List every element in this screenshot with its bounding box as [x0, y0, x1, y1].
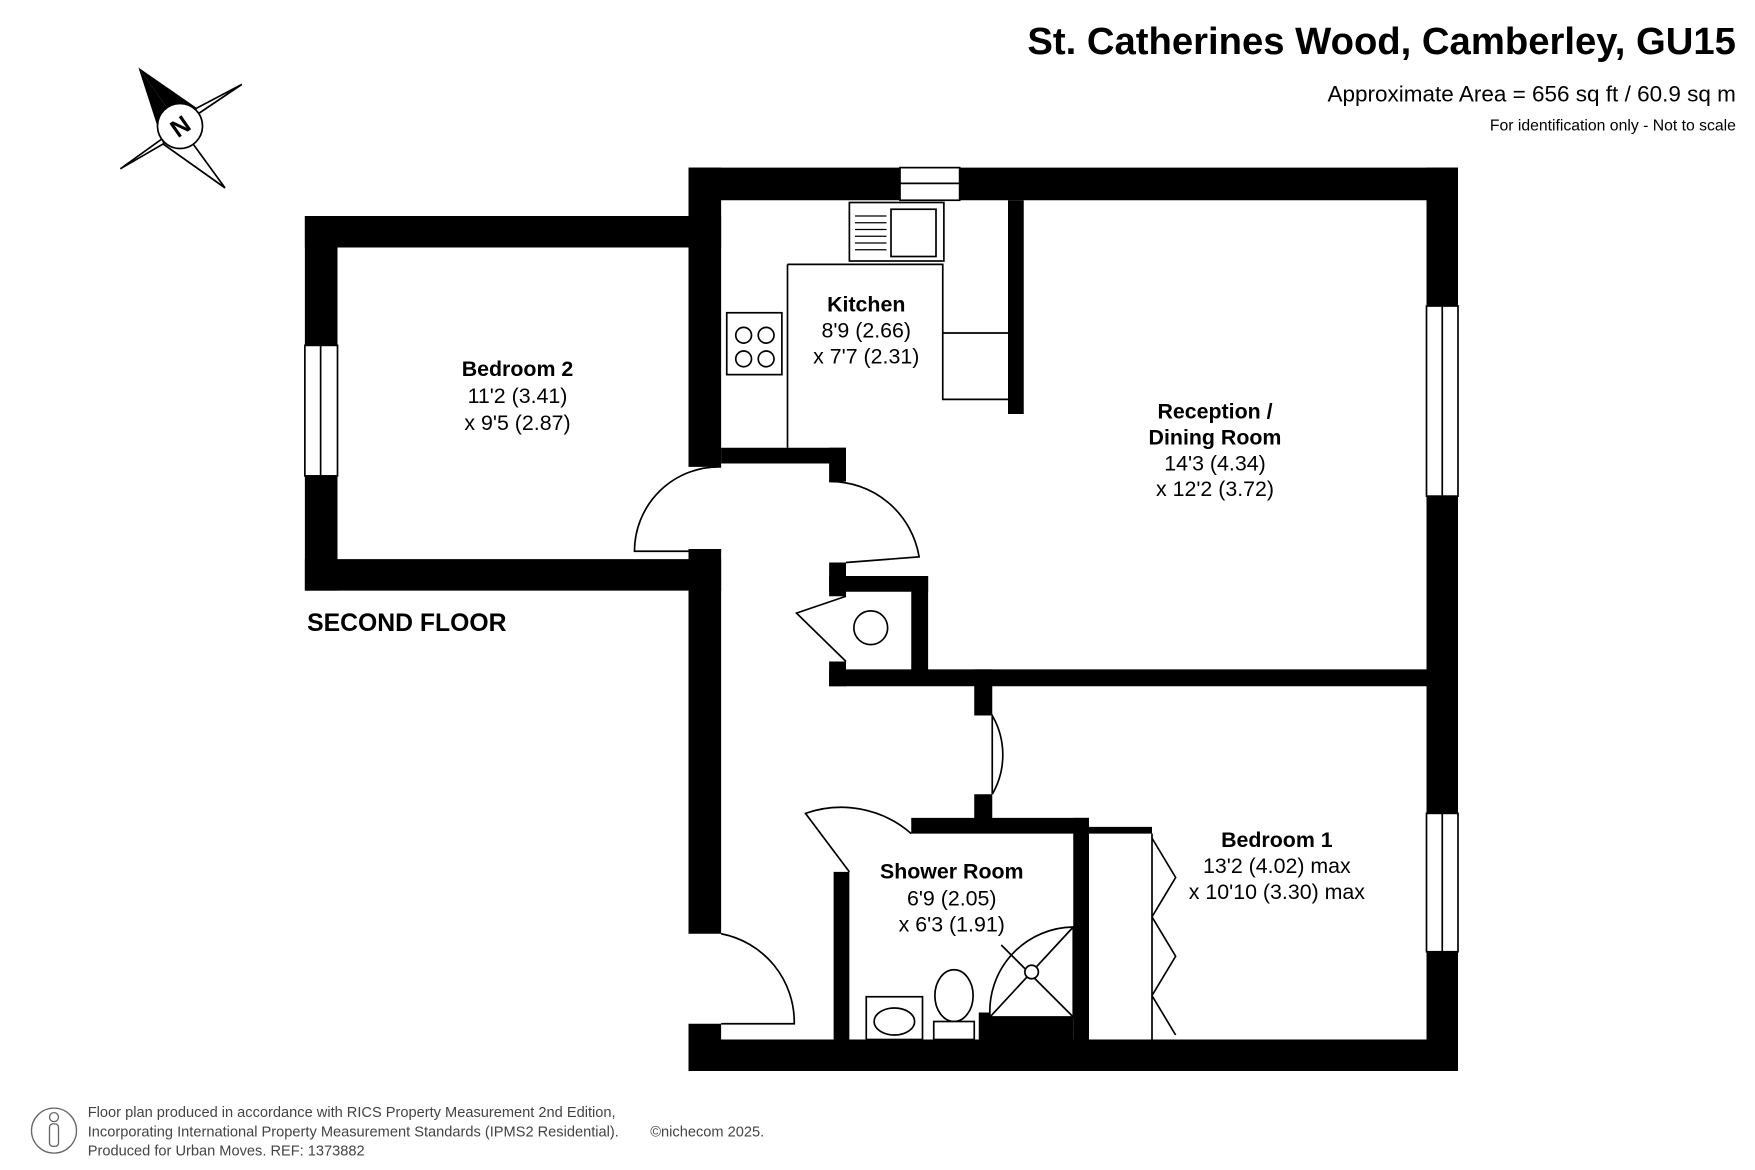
title: St. Catherines Wood, Camberley, GU15 — [1027, 20, 1736, 63]
room-dim: 13'2 (4.02) max — [1203, 854, 1351, 878]
room-dim: x 10'10 (3.30) max — [1189, 880, 1366, 904]
boiler-icon — [853, 610, 889, 646]
room-dim: 6'9 (2.05) — [907, 887, 997, 911]
footer-line-3: Produced for Urban Moves. REF: 1373882 — [88, 1143, 365, 1159]
room-dim: x 6'3 (1.91) — [899, 913, 1005, 937]
room-bedroom-2: Bedroom 2 11'2 (3.41) x 9'5 (2.87) — [462, 357, 574, 435]
room-name: Dining Room — [1149, 425, 1282, 449]
floor-label: SECOND FLOOR — [307, 610, 507, 637]
area-text: Approximate Area = 656 sq ft / 60.9 sq m — [1328, 81, 1736, 106]
room-dim: 8'9 (2.66) — [821, 319, 911, 343]
room-dim: x 9'5 (2.87) — [464, 411, 570, 435]
room-name: Reception / — [1157, 400, 1272, 424]
footer-copyright: ©nichecom 2025. — [650, 1124, 764, 1140]
room-name: Bedroom 1 — [1221, 828, 1333, 852]
room-bedroom-1: Bedroom 1 13'2 (4.02) max x 10'10 (3.30)… — [1189, 828, 1366, 904]
room-dim: x 12'2 (3.72) — [1156, 477, 1274, 501]
room-kitchen: Kitchen 8'9 (2.66) x 7'7 (2.31) — [813, 293, 919, 369]
footer-line-2: Incorporating International Property Mea… — [88, 1124, 619, 1140]
room-dim: x 7'7 (2.31) — [813, 344, 919, 368]
room-name: Shower Room — [880, 860, 1024, 884]
room-name: Kitchen — [827, 293, 905, 317]
kitchen-worktop — [786, 263, 1008, 448]
hob-icon — [725, 311, 783, 376]
compass-icon: N — [119, 67, 243, 189]
footer-line-1: Floor plan produced in accordance with R… — [88, 1105, 616, 1121]
basin-icon — [865, 995, 924, 1041]
toilet-icon — [932, 968, 976, 1041]
doors — [633, 466, 1004, 1025]
room-reception: Reception / Dining Room 14'3 (4.34) x 12… — [1149, 400, 1282, 502]
wardrobe-doors — [1151, 833, 1177, 1040]
windows — [304, 166, 1459, 953]
room-name: Bedroom 2 — [462, 357, 574, 381]
room-shower: Shower Room 6'9 (2.05) x 6'3 (1.91) — [880, 860, 1024, 937]
kitchen-sink-icon — [848, 201, 945, 262]
shower-tray-icon — [988, 926, 1075, 1018]
room-dim: 14'3 (4.34) — [1164, 451, 1265, 475]
room-dim: 11'2 (3.41) — [468, 384, 568, 408]
disclaimer: For identification only - Not to scale — [1490, 118, 1736, 135]
person-icon — [30, 1107, 78, 1154]
